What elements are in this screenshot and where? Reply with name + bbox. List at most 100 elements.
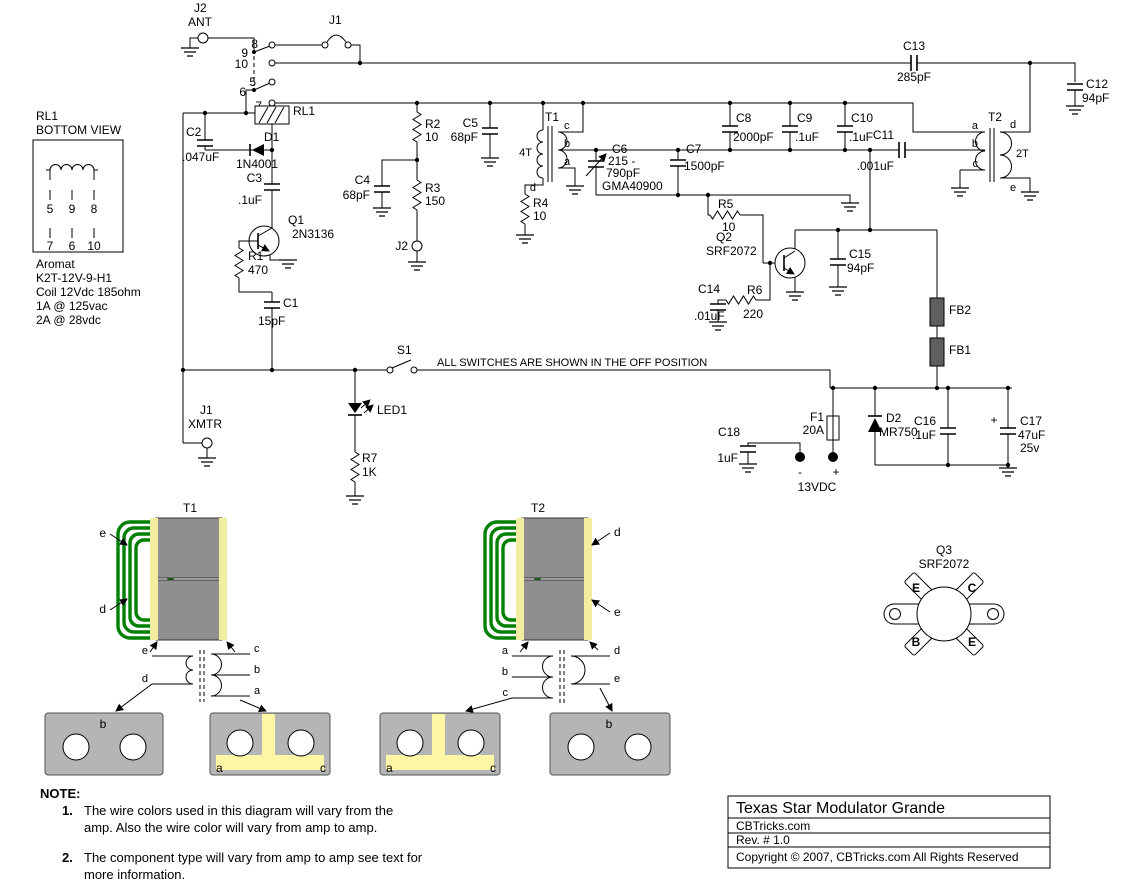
c5-val: 68pF (451, 130, 478, 144)
resistor-r6: R6 220 (725, 283, 763, 321)
r6-val: 220 (743, 307, 763, 321)
title-block: Texas Star Modulator Grande CBTricks.com… (727, 795, 1051, 869)
t1-wire-e: e (99, 526, 106, 540)
board2-trace-v (262, 714, 275, 756)
t1diag-b: b (254, 664, 260, 676)
t2-turns: 2T (1016, 148, 1029, 160)
note2-number: 2. (62, 850, 73, 865)
t2diag-e: e (614, 673, 620, 685)
capacitor-c1: C1 15pF (258, 296, 299, 328)
relay-pin-8: 8 (91, 202, 98, 216)
fb1-ref: FB1 (949, 343, 971, 357)
c13-ref: C13 (903, 39, 925, 53)
ground-icon (180, 47, 200, 57)
t2-phys-label: T2 (531, 501, 545, 515)
fb2-ref: FB2 (949, 303, 971, 317)
c17-val: 47uF (1018, 428, 1045, 442)
t2-pin-e: e (1010, 182, 1016, 194)
note1-line1: The wire colors used in this diagram wil… (84, 803, 393, 818)
capacitor-c6-variable: C6 215 - 790pF GMA40900 (585, 142, 663, 193)
ground-icon (785, 291, 805, 301)
resistor-r1: R1 470 (234, 247, 268, 279)
t1diag-d: d (142, 673, 148, 685)
capacitor-c5: C5 68pF (451, 116, 498, 144)
c12-val: 94pF (1082, 91, 1109, 105)
t1-phys-label: T1 (183, 501, 197, 515)
capacitor-c16: C16 .1uF (912, 414, 956, 442)
q3-lead-c: C (968, 581, 977, 595)
relay-bottom-view: RL1 BOTTOM VIEW 5 9 8 7 6 10 Aromat K2T-… (32, 109, 141, 327)
c2-ref: C2 (186, 125, 202, 139)
relay-pin-6: 6 (69, 239, 76, 253)
rl1-ref: RL1 (293, 104, 315, 118)
t1-pin-d: d (530, 182, 536, 194)
t1-pin-c: c (564, 120, 570, 132)
t2-wire-e: e (614, 605, 621, 619)
t2-pin-a: a (972, 120, 979, 132)
ground-icon (840, 202, 860, 212)
q1-val: 2N3136 (292, 227, 334, 241)
capacitor-c15: C15 94pF (830, 247, 874, 275)
relay-pin-5: 5 (47, 202, 54, 216)
board3-trace-h (386, 755, 494, 770)
ferrite-bead-fb2: FB2 (929, 297, 971, 327)
ground-icon (950, 187, 970, 197)
r5-val: 10 (722, 220, 736, 234)
transformer-t1-physical: T1 e d (99, 501, 236, 653)
c15-val: 94pF (847, 261, 874, 275)
r1-val: 470 (248, 263, 268, 277)
pad-board-1: b (44, 712, 164, 776)
c10-ref: C10 (851, 111, 873, 125)
relay-info-5: 2A @ 28vdc (36, 313, 101, 327)
ground-icon (998, 467, 1018, 477)
board1-label: b (100, 717, 107, 731)
relay-pin-7: 7 (47, 239, 54, 253)
board4-label: b (606, 717, 613, 731)
c6-val2: 790pF (606, 166, 640, 180)
supply-terminals-13vdc: - + 13VDC (795, 452, 840, 494)
capacitor-c10: C10 .1uF (837, 111, 873, 144)
t2-wire-d: d (614, 525, 621, 539)
d2-ref: D2 (886, 411, 902, 425)
title-block-title: Texas Star Modulator Grande (736, 800, 945, 817)
r1-ref: R1 (248, 249, 264, 263)
t2-core-bottom (521, 579, 589, 641)
c5-ref: C5 (463, 116, 479, 130)
c4-val: 68pF (343, 188, 370, 202)
capacitor-c11: C11 .001uF (857, 128, 906, 173)
t2diag-c: c (503, 687, 509, 699)
t2diag-b: b (502, 666, 508, 678)
resistor-r5: R5 10 (709, 197, 741, 234)
pad-board-2: a c (209, 712, 331, 776)
c18-ref: C18 (718, 425, 740, 439)
t2-ref: T2 (988, 110, 1002, 124)
t1-ref: T1 (545, 110, 559, 124)
q3-lead-e1: E (912, 581, 920, 595)
board2-c: c (320, 761, 326, 775)
connector-j2-b: J2 (395, 239, 423, 253)
ferrite-bead-fb1: FB1 (929, 337, 971, 367)
relay-contacts: 8 9 10 5 6 7 (235, 37, 276, 113)
f1-ref: F1 (810, 410, 824, 424)
c16-val: .1uF (912, 428, 936, 442)
resistor-r7: R7 1K (350, 451, 378, 483)
capacitor-c17: + C17 47uF 25v (990, 413, 1045, 455)
r5-ref: R5 (718, 197, 734, 211)
resistor-r2: R2 10 (412, 111, 441, 144)
board2-a: a (216, 761, 223, 775)
t2diag-d: d (614, 645, 620, 657)
switch-s1: S1 (386, 343, 418, 374)
j2-ant-ref: J2 (194, 1, 207, 15)
relay-info-1: Aromat (36, 257, 75, 271)
note1-line2: amp. Also the wire color will vary from … (84, 820, 377, 835)
relay-info-4: 1A @ 125vac (36, 299, 108, 313)
capacitor-c8: C8 2000pF (722, 111, 774, 144)
c4-ref: C4 (355, 173, 371, 187)
supply-label: 13VDC (798, 480, 837, 494)
c8-ref: C8 (736, 111, 752, 125)
t1-core-bottom (155, 579, 223, 641)
transistor-q3-package: Q3 SRF2072 E C B E (883, 543, 1005, 656)
t1diag-a: a (254, 685, 261, 697)
r2-val: 10 (425, 130, 439, 144)
capacitor-c7: C7 1500pF (670, 142, 725, 173)
